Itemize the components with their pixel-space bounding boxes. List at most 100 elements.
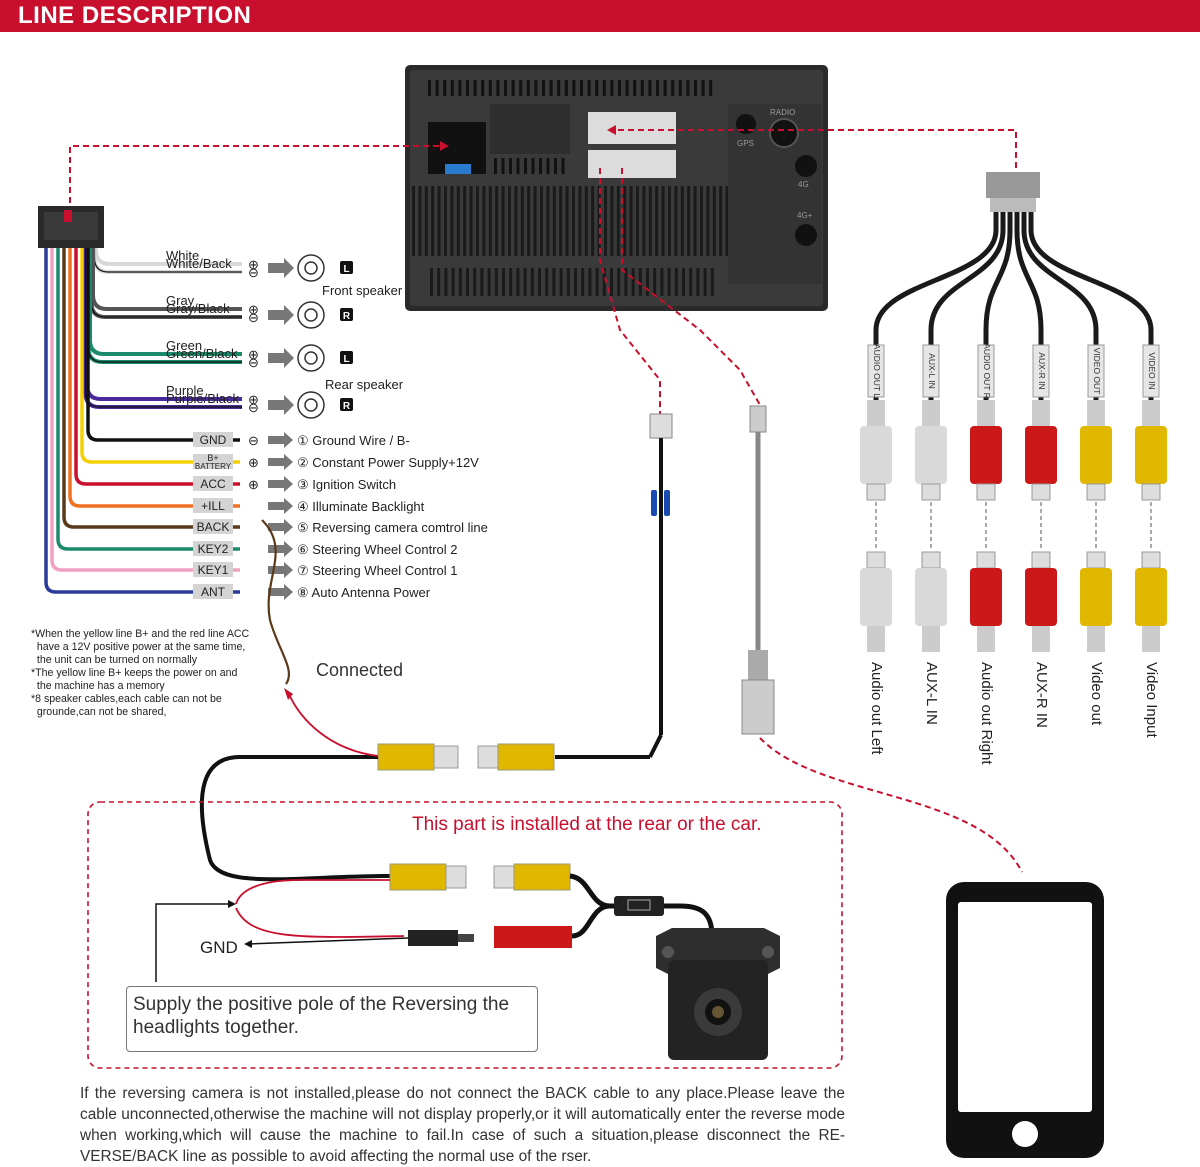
- rca-plug: [915, 426, 947, 484]
- av-cable: [1028, 212, 1154, 400]
- function-rows: GND⊖① Ground Wire / B-B+BATTERY⊕② Consta…: [193, 432, 488, 600]
- polarity-symbol: ⊖: [248, 433, 259, 448]
- wire-function-label: ⑤ Reversing camera comtrol line: [297, 520, 488, 535]
- speaker-wire-label: Purple/Black: [166, 391, 239, 406]
- rca-plug: [860, 426, 892, 484]
- connector-label: VIDEO OUT: [1092, 348, 1102, 395]
- wire-function-label: ⑧ Auto Antenna Power: [297, 585, 431, 600]
- wire-tag-label: BACK: [197, 520, 230, 534]
- arrow-icon: [268, 258, 294, 278]
- av-cable-label: AUX-R IN: [1033, 662, 1050, 728]
- cable-sleeve: [1087, 344, 1105, 398]
- wiring-notes: *When the yellow line B+ and the red lin…: [31, 628, 250, 718]
- speaker-wire-label: White/Back: [166, 256, 232, 271]
- callout-text: Supply the positive pole of the Reversin…: [133, 994, 510, 1038]
- usb-cable: [741, 405, 775, 735]
- wire-tag-label: B+: [207, 453, 218, 463]
- harness-wires: [44, 248, 242, 594]
- arrow-icon: [268, 519, 293, 535]
- function-wire: [80, 248, 240, 464]
- wire-function-label: ④ Illuminate Backlight: [297, 499, 425, 514]
- speaker-wire-label: Green: [166, 338, 202, 353]
- wire-tag-label: ACC: [200, 477, 226, 491]
- rca-plug: [1135, 426, 1167, 484]
- speaker-wire-label: White: [166, 248, 199, 263]
- function-wire: [68, 248, 240, 508]
- wire-tag-label: KEY1: [198, 563, 229, 577]
- av-cable-label: Audio out Right: [978, 662, 995, 765]
- dashed-connections: [69, 129, 1023, 873]
- polarity-symbol: ⊕: [248, 257, 259, 272]
- av-cable-label: Video Input: [1143, 662, 1160, 738]
- polarity-symbol: ⊕: [248, 347, 259, 362]
- rear-install-area: [87, 801, 843, 1069]
- function-wire: [86, 248, 240, 442]
- wire-tag-sublabel: BATTERY: [195, 462, 232, 471]
- radio-port-label: RADIO: [770, 108, 795, 117]
- headlight-callout: Supply the positive pole of the Reversin…: [126, 986, 538, 1052]
- rca-jack: [860, 568, 892, 626]
- 4g-plus-port-label: 4G+: [797, 211, 813, 220]
- channel-label: R: [343, 311, 351, 322]
- wire-tag-label: KEY2: [198, 542, 229, 556]
- speaker-wire-label: Green/Black: [166, 346, 238, 361]
- cable-sleeve: [922, 344, 940, 398]
- wire-tag: [193, 584, 233, 599]
- av-cable: [1021, 212, 1099, 400]
- polarity-symbol: ⊖: [248, 400, 259, 415]
- speaker-group-label: Front speaker: [322, 283, 403, 298]
- camera-gnd-label: GND: [200, 938, 238, 957]
- arrow-icon: [268, 476, 293, 492]
- channel-label: L: [343, 264, 349, 275]
- wire-function-label: ③ Ignition Switch: [297, 477, 396, 492]
- av-cable: [873, 212, 999, 400]
- reversing-camera: [656, 928, 780, 1060]
- arrow-icon: [268, 432, 293, 448]
- cable-sleeve: [1142, 344, 1160, 398]
- polarity-symbol: ⊕: [248, 477, 259, 492]
- gps-port-label: GPS: [737, 139, 754, 148]
- smartphone-icon: [946, 882, 1104, 1158]
- arrow-icon: [268, 348, 294, 368]
- 4g-port-label: 4G: [798, 180, 809, 189]
- av-cable: [928, 212, 1006, 400]
- wire-tag-label: ANT: [201, 585, 226, 599]
- rca-jack: [970, 568, 1002, 626]
- wire-tag: [193, 562, 233, 577]
- arrow-icon: [268, 498, 293, 514]
- cable-sleeve: [1032, 344, 1050, 398]
- rear-install-note: This part is installed at the rear or th…: [412, 814, 762, 835]
- head-unit: RADIO GPS 4G 4G+: [405, 65, 828, 311]
- connector-label: VIDEO IN: [1147, 352, 1157, 389]
- function-wire: [44, 248, 240, 594]
- arrow-icon: [268, 541, 293, 557]
- wire-function-label: ⑦ Steering Wheel Control 1: [297, 563, 458, 578]
- arrow-icon: [268, 305, 294, 325]
- av-cable-connector: [986, 172, 1040, 212]
- wire-tag: [193, 476, 233, 491]
- connector-label: AUX-R IN: [1037, 352, 1047, 389]
- channel-label: R: [343, 401, 351, 412]
- speaker-wire-label: Gray/Black: [166, 301, 230, 316]
- wire-tag: [193, 498, 233, 513]
- speaker-group-label: Rear speaker: [325, 377, 404, 392]
- channel-label: L: [343, 354, 349, 365]
- wire-tag-label: +ILL: [201, 499, 225, 513]
- wire-tag: [193, 519, 233, 534]
- av-cable-label: Audio out Left: [868, 662, 885, 755]
- page-title: LINE DESCRIPTION: [18, 2, 252, 29]
- arrow-icon: [268, 454, 293, 470]
- wire-tag: [193, 454, 233, 469]
- wire-tag: [193, 541, 233, 556]
- rca-jack: [1080, 568, 1112, 626]
- camera-power-harness: [648, 413, 673, 758]
- wire-function-label: ⑥ Steering Wheel Control 2: [297, 542, 458, 557]
- connector-label: AUDIO OUT R: [982, 343, 992, 399]
- rca-jack: [915, 568, 947, 626]
- rca-plug: [1025, 426, 1057, 484]
- av-cable: [1014, 212, 1044, 400]
- speaker-rows: White⊕White/Back⊖Gray⊕Gray/Black⊖Green⊕G…: [166, 248, 404, 419]
- av-cable: [983, 212, 1013, 400]
